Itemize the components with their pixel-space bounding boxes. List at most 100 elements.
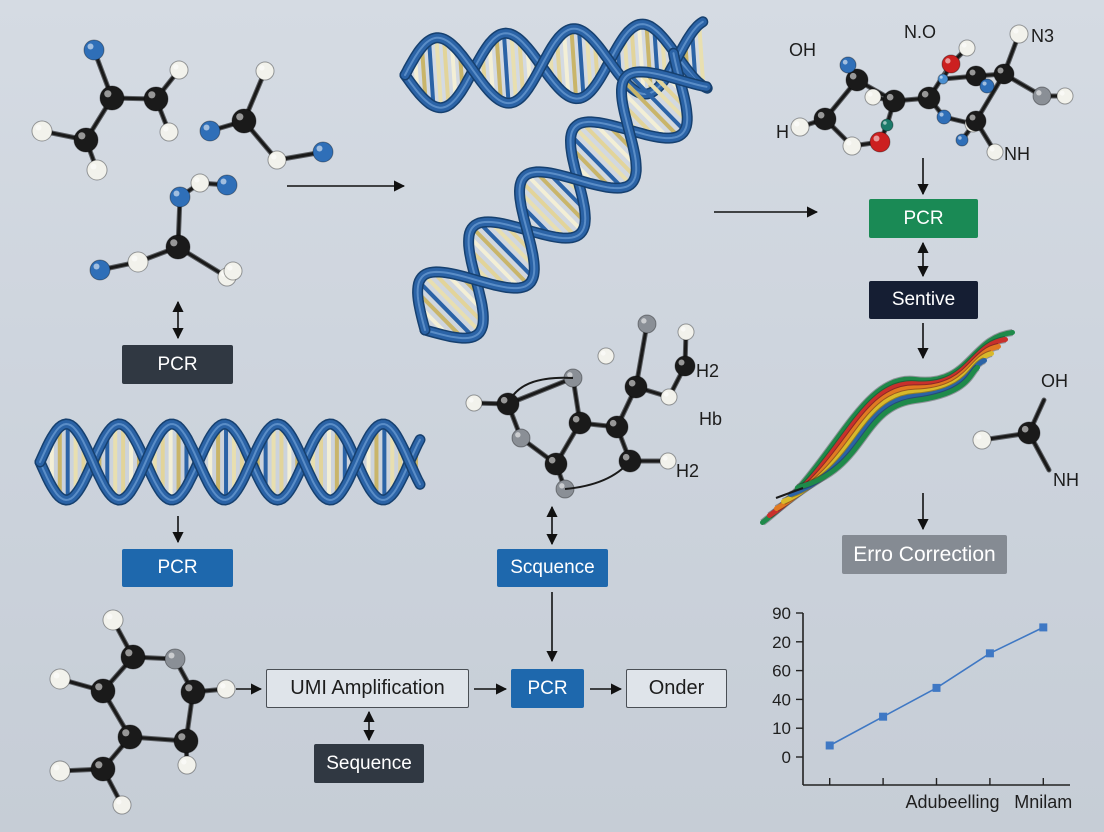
atom: [955, 133, 969, 147]
base-pair: [494, 36, 503, 102]
atom: [1017, 421, 1041, 445]
line-chart: 90 20 60 40 10 0 Adubeelling Mnilam: [772, 604, 1072, 812]
molecule-7: [972, 397, 1052, 473]
pcr-box-green: PCR: [869, 199, 978, 238]
base-pair: [569, 28, 579, 99]
base-pair: [487, 43, 495, 96]
atom-label-h2-a: H2: [696, 361, 720, 381]
atom: [660, 388, 678, 406]
atom: [813, 107, 837, 131]
atom: [112, 795, 132, 815]
x-tick-label: Adubeelling: [905, 792, 999, 812]
data-point: [1039, 623, 1048, 632]
atom-label-oh-top: OH: [789, 40, 816, 60]
atom: [99, 85, 125, 111]
base-pair: [449, 44, 458, 100]
molecule-1: [31, 39, 189, 181]
data-point: [879, 712, 888, 721]
atom: [49, 668, 71, 690]
atom: [180, 679, 206, 705]
atom-label-no: N.O: [904, 22, 937, 42]
y-tick-label: 90: [772, 604, 791, 623]
atom: [605, 415, 629, 439]
atom: [1009, 24, 1029, 44]
base-pair: [416, 290, 464, 340]
atom: [965, 110, 987, 132]
atom: [159, 122, 179, 142]
multicolor-strands: [760, 329, 1015, 526]
error-correction-box: Erro Correction: [842, 535, 1007, 574]
sequence-box-bottom: Sequence: [314, 744, 424, 783]
base-pair: [470, 226, 530, 287]
dna-graphics: [34, 16, 1015, 526]
atom: [89, 259, 111, 281]
atom-label-nh-lower: NH: [1053, 470, 1079, 490]
atom-label-oh-right: OH: [1041, 371, 1068, 391]
atom-label-h: H: [776, 122, 789, 142]
atom: [117, 724, 143, 750]
atom: [674, 355, 696, 377]
atom: [465, 394, 483, 412]
atom: [164, 648, 186, 670]
atom: [86, 159, 108, 181]
base-pair: [534, 170, 587, 224]
strand: [760, 330, 1015, 525]
atom-label-h2-b: H2: [676, 461, 700, 481]
y-tick-label: 0: [782, 748, 791, 767]
base-pair: [525, 173, 584, 233]
molecule-2: [199, 61, 334, 170]
atom: [511, 428, 531, 448]
data-point: [825, 741, 834, 750]
atom: [177, 755, 197, 775]
base-pair: [637, 70, 689, 123]
base-pair: [417, 280, 475, 339]
base-pair: [517, 39, 526, 96]
backbone-strand: [36, 419, 424, 505]
base-pair: [431, 270, 485, 325]
x-tick-label: Mnilam: [1014, 792, 1072, 812]
molecule-graphics: [31, 24, 1074, 815]
umi-amplification-box: UMI Amplification: [266, 669, 469, 708]
strand: [767, 337, 1008, 518]
atom: [90, 678, 116, 704]
pcr-box-mid-left: PCR: [122, 549, 233, 587]
base-pair: [636, 24, 646, 95]
base-pair: [591, 120, 638, 168]
atom: [979, 78, 995, 94]
base-pair: [577, 29, 586, 98]
flow-arrows: [172, 158, 929, 742]
atom: [102, 609, 124, 631]
atom: [223, 261, 243, 281]
base-pair: [422, 273, 482, 334]
atom: [677, 323, 695, 341]
atom: [842, 136, 862, 156]
atom: [637, 314, 657, 334]
y-tick-label: 60: [772, 662, 791, 681]
atom: [169, 186, 191, 208]
base-pair: [569, 145, 612, 190]
base-pair: [620, 89, 670, 140]
atom: [255, 61, 275, 81]
atom: [917, 86, 941, 110]
atom: [143, 86, 169, 112]
atom: [659, 452, 677, 470]
atom: [972, 430, 992, 450]
dna-helix-diagonal: [412, 47, 712, 344]
y-tick-label: 10: [772, 719, 791, 738]
base-pair: [580, 121, 637, 179]
y-tick-label: 40: [772, 690, 791, 709]
base-pair: [488, 220, 536, 269]
atom: [73, 127, 99, 153]
base-pair: [518, 190, 567, 240]
base-pair: [622, 79, 680, 138]
atom: [216, 174, 238, 196]
molecule-3: [89, 173, 243, 287]
base-pair: [434, 37, 444, 108]
y-tick-label: 20: [772, 633, 791, 652]
base-pair: [627, 72, 686, 133]
atom: [120, 644, 146, 670]
molecule-5: [465, 314, 696, 499]
atom: [839, 56, 857, 74]
base-pair: [697, 24, 706, 87]
onder-box: Onder: [626, 669, 727, 708]
